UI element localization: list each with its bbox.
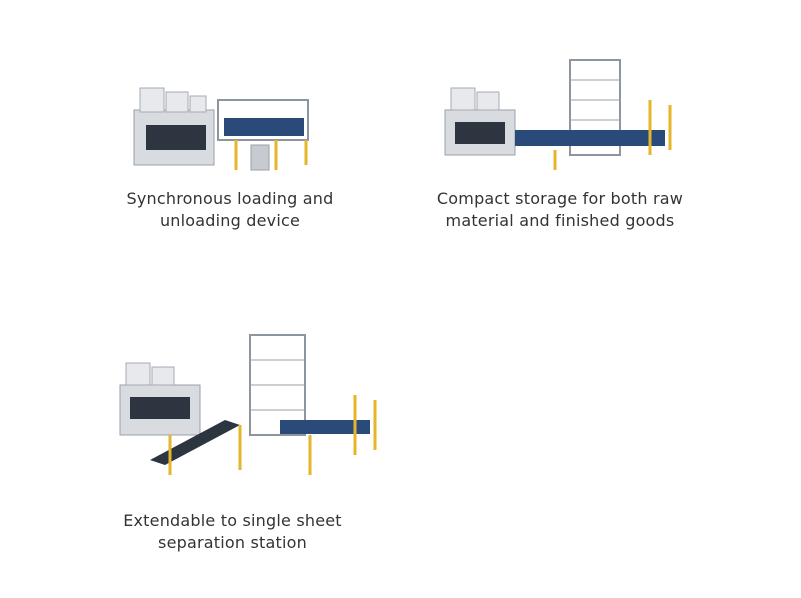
product-card-1: Synchronous loading and unloading device: [110, 60, 350, 240]
caption-3: Extendable to single sheet separation st…: [100, 510, 365, 554]
caption-2-line-2: material and finished goods: [445, 211, 675, 230]
product-image-1: [126, 70, 326, 180]
product-card-3: Extendable to single sheet separation st…: [100, 320, 380, 560]
caption-2: Compact storage for both raw material an…: [425, 188, 695, 232]
product-image-3: [110, 325, 380, 485]
caption-1: Synchronous loading and unloading device: [110, 188, 350, 232]
product-card-2: Compact storage for both raw material an…: [425, 59, 695, 240]
product-image-2: [435, 50, 685, 180]
caption-1-line-1: Synchronous loading and: [126, 189, 334, 208]
caption-3-line-2: separation station: [158, 533, 307, 552]
caption-3-line-1: Extendable to single sheet: [123, 511, 342, 530]
caption-1-line-2: unloading device: [159, 211, 301, 230]
caption-2-line-1: Compact storage for both raw: [436, 189, 684, 208]
